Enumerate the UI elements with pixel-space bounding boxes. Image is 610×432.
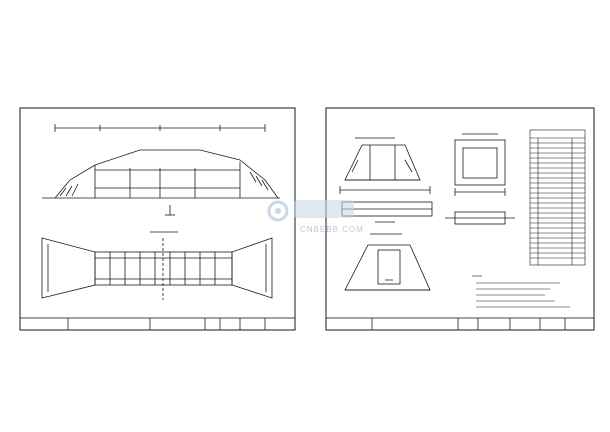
- right-title-block: [325, 317, 595, 331]
- watermark-logo-icon: [267, 200, 354, 222]
- watermark-text: CNBEBB.COM: [300, 225, 364, 234]
- elevation-view: [42, 124, 280, 216]
- quantity-table: [529, 129, 586, 266]
- section-view-4: [344, 233, 431, 291]
- section-view-5: [445, 211, 515, 225]
- plan-view: [41, 231, 273, 300]
- section-view-2: [454, 133, 506, 196]
- notes-block: [472, 275, 570, 308]
- left-title-block: [19, 317, 296, 331]
- section-view-1: [344, 137, 421, 181]
